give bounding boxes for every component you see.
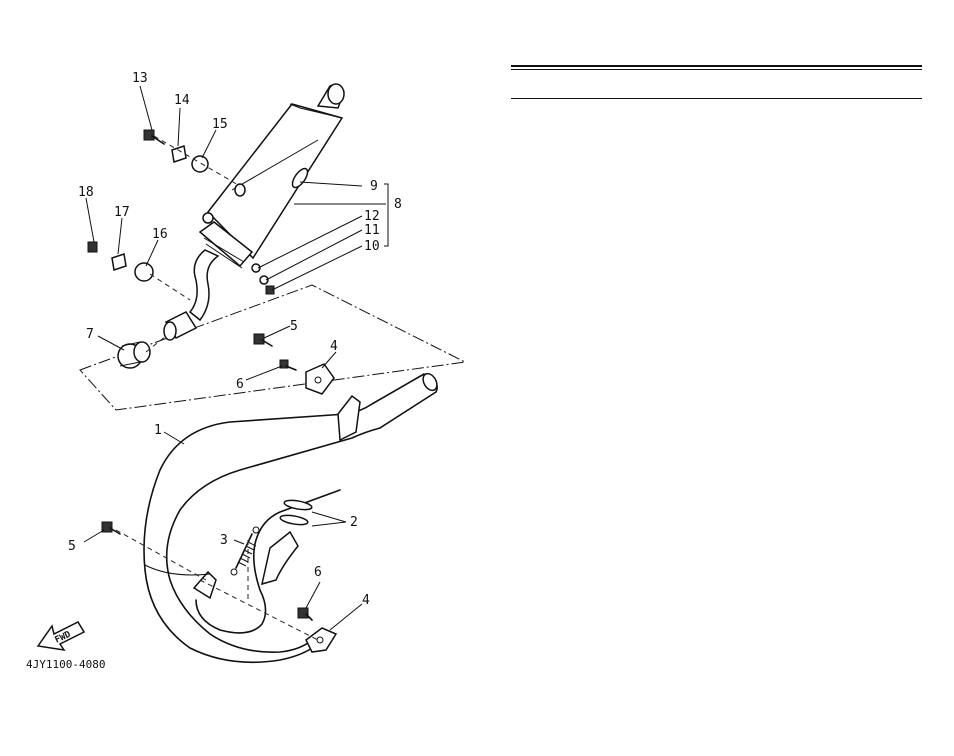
silencer xyxy=(163,83,345,341)
collar-14 xyxy=(171,145,187,163)
bolt-lower xyxy=(101,521,121,535)
gasket-lower xyxy=(279,514,309,526)
callout-3: 3 xyxy=(220,533,228,548)
callout-4-upper: 4 xyxy=(330,339,338,354)
callout-11: 11 xyxy=(364,223,380,238)
callout-4-lower: 4 xyxy=(362,593,370,608)
callout-10: 10 xyxy=(364,239,380,254)
callout-17: 17 xyxy=(114,205,130,220)
gasket-upper xyxy=(283,499,313,511)
callout-1: 1 xyxy=(154,423,162,438)
exhaust-joint xyxy=(260,530,299,586)
assembly-frame xyxy=(79,284,467,411)
callout-6-upper: 6 xyxy=(236,377,244,392)
damper-16 xyxy=(134,262,154,282)
collar-17 xyxy=(111,253,127,271)
bracket-upper xyxy=(305,363,335,395)
callout-9: 9 xyxy=(370,179,378,194)
washer-12 xyxy=(251,263,261,273)
bolt-18 xyxy=(87,241,98,253)
callout-15: 15 xyxy=(212,117,228,132)
bolt-6-upper xyxy=(279,359,297,371)
callout-12: 12 xyxy=(364,209,380,224)
callout-14: 14 xyxy=(174,93,190,108)
callout-5-upper: 5 xyxy=(290,319,298,334)
header-rule-bottom xyxy=(511,98,922,99)
exhaust-pipe xyxy=(143,372,438,664)
callout-7: 7 xyxy=(86,327,94,342)
bolt-10 xyxy=(265,285,275,295)
joint-sleeve-7 xyxy=(117,341,151,369)
header-rule-top xyxy=(511,65,922,67)
bracket-lower xyxy=(305,627,338,653)
damper-15 xyxy=(191,155,209,173)
callout-6-lower: 6 xyxy=(314,565,322,580)
callout-2: 2 xyxy=(350,515,358,530)
bolt-6-lower xyxy=(297,607,313,621)
callout-18: 18 xyxy=(78,185,94,200)
callout-13: 13 xyxy=(132,71,148,86)
washer-11 xyxy=(259,275,269,285)
callout-16: 16 xyxy=(152,227,168,242)
bolt-upper xyxy=(253,333,273,347)
header-rule-top-second xyxy=(511,69,922,70)
diagram-code: 4JY1100-4080 xyxy=(26,658,105,671)
callout-5-lower: 5 xyxy=(68,539,76,554)
fwd-arrow-icon: FWD xyxy=(36,621,86,652)
bolt-13 xyxy=(143,129,165,145)
callout-8: 8 xyxy=(394,197,402,212)
